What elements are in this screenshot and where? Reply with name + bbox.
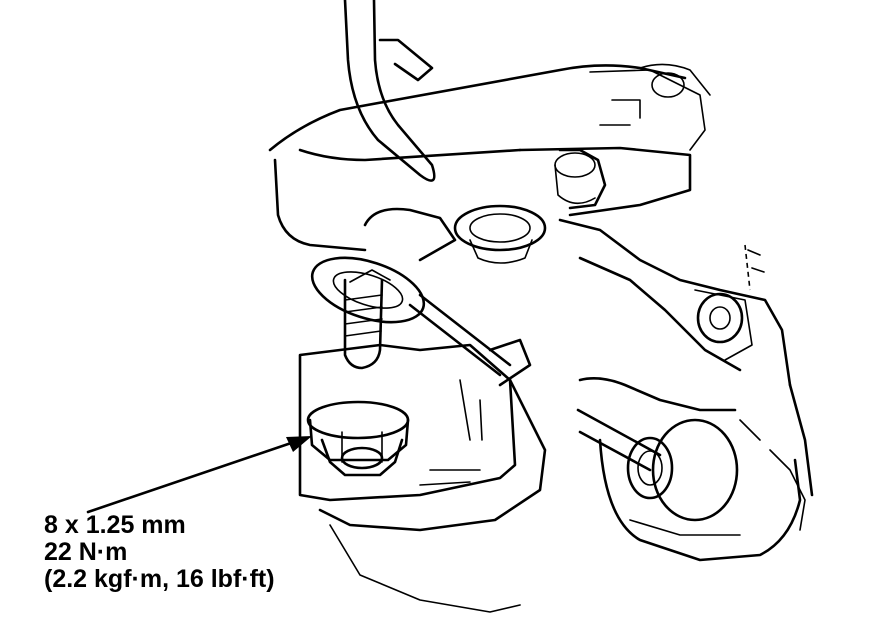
fastener-size-label: 8 x 1.25 mm — [44, 511, 186, 539]
stud-bolt — [310, 256, 426, 370]
lower-bracket — [298, 343, 547, 613]
torque-nm-label: 22 N·m — [44, 538, 128, 566]
torque-specification: 8 x 1.25 mm 22 N·m (2.2 kgf·m, 16 lbf·ft… — [44, 512, 275, 593]
flange-nut — [306, 400, 410, 477]
mount-body — [268, 63, 711, 252]
torque-alt-units-label: (2.2 kgf·m, 16 lbf·ft) — [44, 565, 275, 593]
right-linkage — [558, 218, 814, 497]
leader-arrow — [86, 436, 312, 514]
boss-fitting — [363, 204, 547, 264]
upper-hose — [343, 0, 436, 182]
shaft-coupling — [576, 377, 806, 562]
link-rod — [408, 293, 532, 387]
